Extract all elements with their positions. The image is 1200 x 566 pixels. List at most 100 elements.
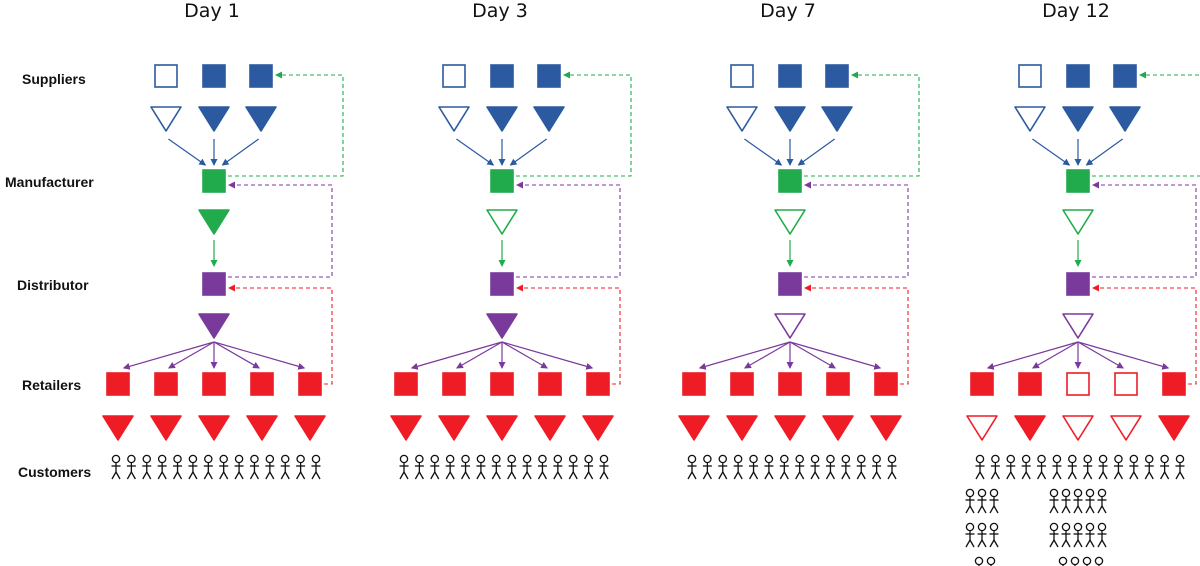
distributor-to-retailer-4-arrow	[1077, 341, 1124, 369]
manufacturer-inventory	[774, 209, 806, 235]
waiting-customer-group-2	[1082, 556, 1092, 566]
row-label-customers: Customers	[18, 464, 91, 480]
retailer-3-stock	[1066, 372, 1090, 396]
retailer-3-stock	[202, 372, 226, 396]
waiting-customer-group-2	[1097, 522, 1107, 548]
distributor-to-retailer-2-arrow	[1032, 341, 1079, 369]
customer	[568, 454, 578, 480]
retailer-4-inventory	[1110, 415, 1142, 441]
customer	[887, 454, 897, 480]
customer	[537, 454, 548, 480]
customer	[280, 454, 290, 480]
supplier-3-flow-arrow	[509, 138, 548, 166]
manufacturer-stock	[490, 169, 514, 193]
customer	[764, 454, 774, 480]
customer	[203, 454, 213, 480]
distributor-to-retailer-4-arrow	[213, 341, 260, 369]
row-label-manufacturer: Manufacturer	[5, 174, 94, 190]
distributor-stock	[490, 272, 514, 296]
customer	[1098, 454, 1108, 480]
customer	[126, 454, 136, 480]
distributor-to-retailer-1-arrow	[698, 341, 791, 370]
customer	[1175, 454, 1185, 480]
distributor-to-retailer-5-arrow	[501, 341, 594, 370]
distributor-to-retailer-5-arrow	[789, 341, 882, 370]
retailer-4-inventory	[534, 415, 566, 441]
customer	[1129, 454, 1139, 480]
customer	[311, 454, 321, 480]
row-label-suppliers: Suppliers	[22, 71, 86, 87]
panel-day-1	[102, 64, 344, 480]
manufacturer-order-feedback	[1092, 71, 1200, 177]
distributor-inventory	[1062, 313, 1094, 339]
waiting-customer-group-1	[977, 522, 987, 548]
manufacturer-order-feedback	[804, 71, 920, 177]
manufacturer-order-feedback	[516, 71, 632, 177]
customer	[1006, 454, 1016, 480]
customer	[460, 454, 471, 480]
retailer-3-inventory	[486, 415, 518, 441]
retailer-5-inventory	[870, 415, 902, 441]
waiting-customer-group-2	[1073, 488, 1083, 514]
customer	[172, 454, 183, 480]
customer	[702, 454, 712, 480]
supplier-1-flow-arrow	[1032, 138, 1071, 166]
waiting-customer-group-1	[974, 556, 984, 566]
distributor-to-retailer-5-arrow	[213, 341, 306, 370]
retailer-3-inventory	[774, 415, 806, 441]
retailer-4-stock	[826, 372, 850, 396]
supplier-2-stock	[202, 64, 226, 88]
retailer-5-stock	[1162, 372, 1186, 396]
customer	[476, 454, 486, 480]
customer	[856, 454, 866, 480]
retailer-5-stock	[874, 372, 898, 396]
retailer-1-stock	[106, 372, 130, 396]
retailer-2-inventory	[1014, 415, 1046, 441]
panel-title-day-3: Day 3	[472, 0, 528, 22]
waiting-customer-group-2	[1061, 522, 1071, 548]
customer	[188, 454, 198, 480]
panel-day-3	[390, 64, 632, 480]
distributor-stock	[202, 272, 226, 296]
customer	[1083, 454, 1093, 480]
retailer-3-stock	[490, 372, 514, 396]
distributor-order-feedback	[228, 181, 333, 278]
waiting-customer-group-1	[965, 488, 975, 514]
customer	[399, 454, 409, 480]
supplier-1-flow-arrow	[456, 138, 495, 166]
retailer-2-stock	[154, 372, 178, 396]
distributor-inventory	[486, 313, 518, 339]
supplier-3-stock	[825, 64, 849, 88]
supplier-3-flow-arrow	[1085, 138, 1124, 166]
waiting-customer-group-1	[977, 488, 987, 514]
panel-titles: Day 1 Day 3 Day 7 Day 12	[184, 0, 1110, 22]
retailer-1-inventory	[390, 415, 422, 441]
supplier-2-inventory	[486, 106, 518, 132]
customer	[748, 454, 759, 480]
distributor-inventory	[774, 313, 806, 339]
customer	[584, 454, 594, 480]
retailer-1-stock	[394, 372, 418, 396]
panels	[102, 64, 1200, 566]
retailer-5-inventory	[294, 415, 326, 441]
panel-title-day-1: Day 1	[184, 0, 240, 22]
retailer-5-inventory	[1158, 415, 1190, 441]
waiting-customer-group-2	[1049, 488, 1059, 514]
customer	[414, 454, 424, 480]
retailer-1-inventory	[966, 415, 998, 441]
customer	[507, 454, 517, 480]
manufacturer-stock	[202, 169, 226, 193]
supplier-1-stock	[442, 64, 466, 88]
retailer-5-stock	[586, 372, 610, 396]
customer	[249, 454, 260, 480]
distributor-to-retailer-4-arrow	[501, 341, 548, 369]
customer	[219, 454, 229, 480]
distributor-to-retailer-2-arrow	[168, 341, 215, 369]
retailer-2-stock	[442, 372, 466, 396]
retailer-1-inventory	[102, 415, 134, 441]
distributor-order-feedback	[516, 181, 621, 278]
manufacturer-inventory	[486, 209, 518, 235]
distributor-to-retailer-1-arrow	[122, 341, 215, 370]
supplier-1-inventory	[150, 106, 182, 132]
